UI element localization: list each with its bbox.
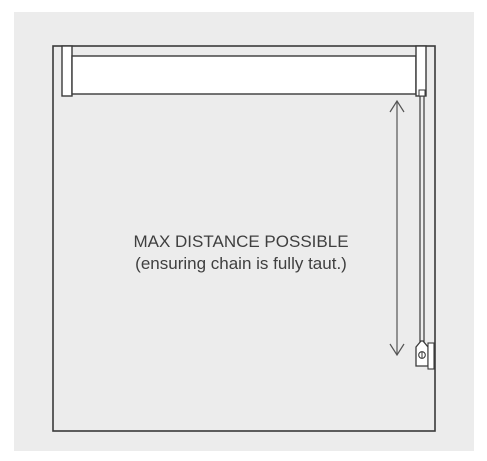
- window-frame: [52, 45, 436, 432]
- distance-label-line1: MAX DISTANCE POSSIBLE: [133, 232, 349, 251]
- chain-cord-icon: [419, 96, 425, 343]
- distance-label-line2: (ensuring chain is fully taut.): [135, 254, 347, 273]
- blind-headrail-icon: [61, 45, 427, 97]
- chain-tensioner-icon: [415, 340, 435, 370]
- double-arrow-icon: [389, 99, 405, 357]
